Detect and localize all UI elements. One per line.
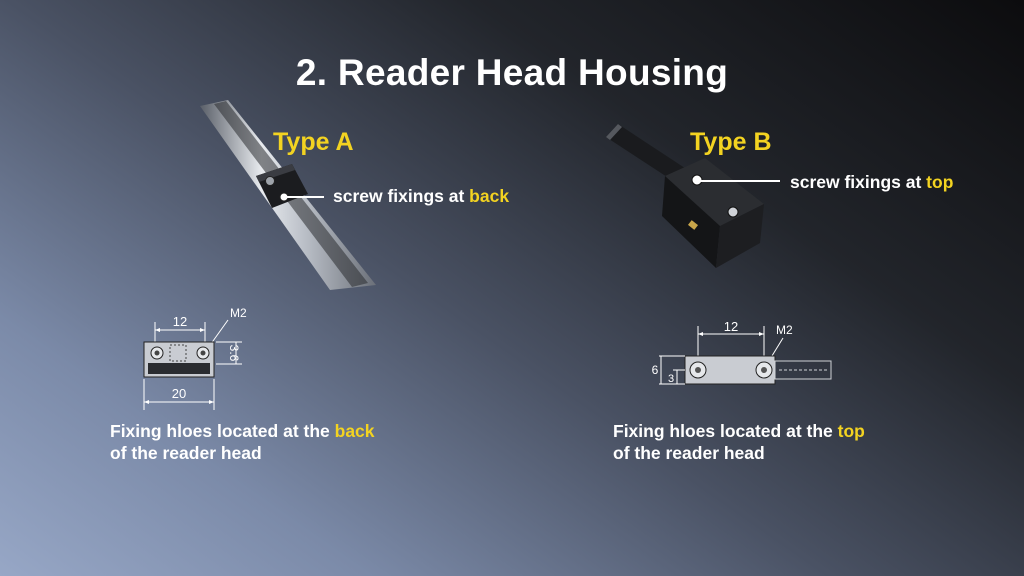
- type-b-screw-label: M2: [776, 323, 793, 337]
- type-a-dim-3-6: 3.6: [227, 345, 241, 362]
- type-b-callout-highlight: top: [926, 172, 954, 192]
- type-a-dim-12: 12: [173, 314, 187, 329]
- type-b-dim-3: 3: [668, 373, 674, 385]
- type-a-caption-text: Fixing hloes located at the: [110, 421, 335, 441]
- type-a-screw-label: M2: [230, 306, 247, 320]
- type-b-caption: Fixing hloes located at the top of the r…: [613, 420, 865, 464]
- reader-head-type-b: [662, 158, 764, 268]
- type-b-callout: screw fixings at top: [790, 172, 953, 193]
- type-a-callout-text: screw fixings at: [333, 186, 470, 206]
- type-b-label: Type B: [690, 128, 772, 156]
- type-a-caption-highlight: back: [334, 421, 375, 441]
- type-b-drawing: 12 M2 6 3: [652, 319, 832, 385]
- slide-title: 2. Reader Head Housing: [295, 52, 729, 93]
- type-a-caption-line2: of the reader head: [110, 443, 262, 463]
- type-b-dim-6: 6: [652, 363, 659, 377]
- type-a-label: Type A: [273, 128, 354, 156]
- type-b-callout-text: screw fixings at: [790, 172, 927, 192]
- type-a-callout-highlight: back: [469, 186, 510, 206]
- type-a-callout: screw fixings at back: [333, 186, 509, 207]
- type-b-caption-text: Fixing hloes located at the: [613, 421, 838, 441]
- type-b-dim-12: 12: [724, 319, 738, 334]
- type-b-caption-highlight: top: [837, 421, 865, 441]
- type-b-caption-line2: of the reader head: [613, 443, 765, 463]
- type-a-drawing: 12 M2 3.6 20: [143, 306, 247, 410]
- type-a-dim-20: 20: [172, 386, 186, 401]
- type-a-caption: Fixing hloes located at the back of the …: [110, 420, 375, 464]
